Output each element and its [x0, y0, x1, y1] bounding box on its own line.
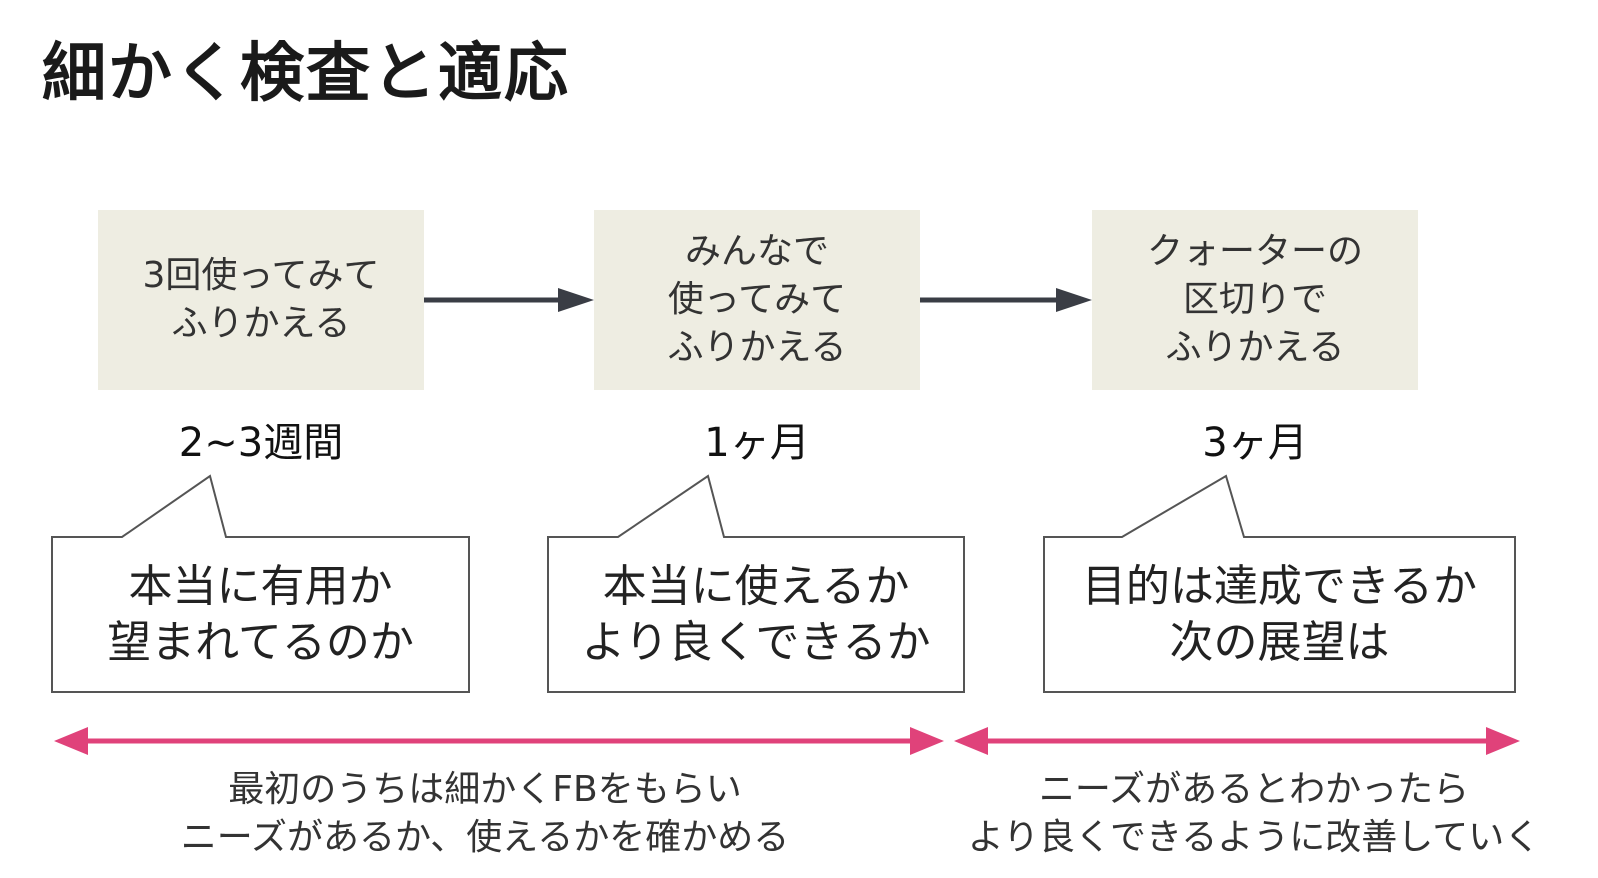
step-box-1: 3回使ってみて ふりかえる [98, 210, 424, 390]
phase-note-early-line: ニーズがあるか、使えるかを確かめる [180, 817, 790, 858]
step-box-3-line: 区切りで [1182, 279, 1327, 320]
step-box-3-line: クォーターの [1146, 231, 1363, 272]
phase-note-later: ニーズがあるとわかったら より良くできるように改善していく [934, 766, 1574, 862]
duration-label-3: 3ヶ月 [1202, 420, 1308, 466]
phase-note-later-line: より良くできるように改善していく [967, 817, 1541, 858]
span-arrow-later [954, 727, 1520, 755]
step-box-2-line: 使ってみて [667, 279, 847, 320]
speech-bubble-2 [547, 474, 965, 693]
bubble-2-line: より良くできるか [581, 617, 931, 668]
step-box-1-line: 3回使ってみて [142, 255, 380, 296]
bubble-3-line: 目的は達成できるか [1081, 561, 1478, 612]
page-title: 細かく検査と適応 [42, 37, 570, 111]
bubble-2-line: 本当に使えるか [602, 561, 910, 612]
bubble-text-3: 目的は達成できるか 次の展望は [1044, 540, 1515, 690]
step-box-2-line: ふりかえる [667, 327, 847, 368]
bubble-1-line: 望まれてるのか [107, 617, 414, 668]
step-box-1-line: ふりかえる [171, 303, 351, 344]
bubble-text-1: 本当に有用か 望まれてるのか [52, 540, 469, 690]
step-box-3-line: ふりかえる [1165, 327, 1345, 368]
duration-label-1: 2~3週間 [178, 420, 344, 466]
phase-note-early-line: 最初のうちは細かくFBをもらい [228, 769, 742, 810]
span-arrow-early [54, 727, 944, 755]
bubble-3-line: 次の展望は [1169, 617, 1390, 668]
speech-bubble-1 [51, 474, 470, 693]
step-box-3: クォーターの 区切りで ふりかえる [1092, 210, 1418, 390]
speech-bubble-3 [1043, 474, 1516, 693]
step-box-2: みんなで 使ってみて ふりかえる [594, 210, 920, 390]
bubble-text-2: 本当に使えるか より良くできるか [548, 540, 964, 690]
phase-note-early: 最初のうちは細かくFBをもらい ニーズがあるか、使えるかを確かめる [140, 766, 830, 862]
phase-note-later-line: ニーズがあるとわかったら [1038, 769, 1470, 810]
flow-arrow-1-to-2 [424, 288, 594, 312]
step-box-2-line: みんなで [684, 231, 829, 272]
bubble-1-line: 本当に有用か [128, 561, 393, 612]
flow-arrow-2-to-3 [920, 288, 1092, 312]
duration-label-2: 1ヶ月 [704, 420, 810, 466]
